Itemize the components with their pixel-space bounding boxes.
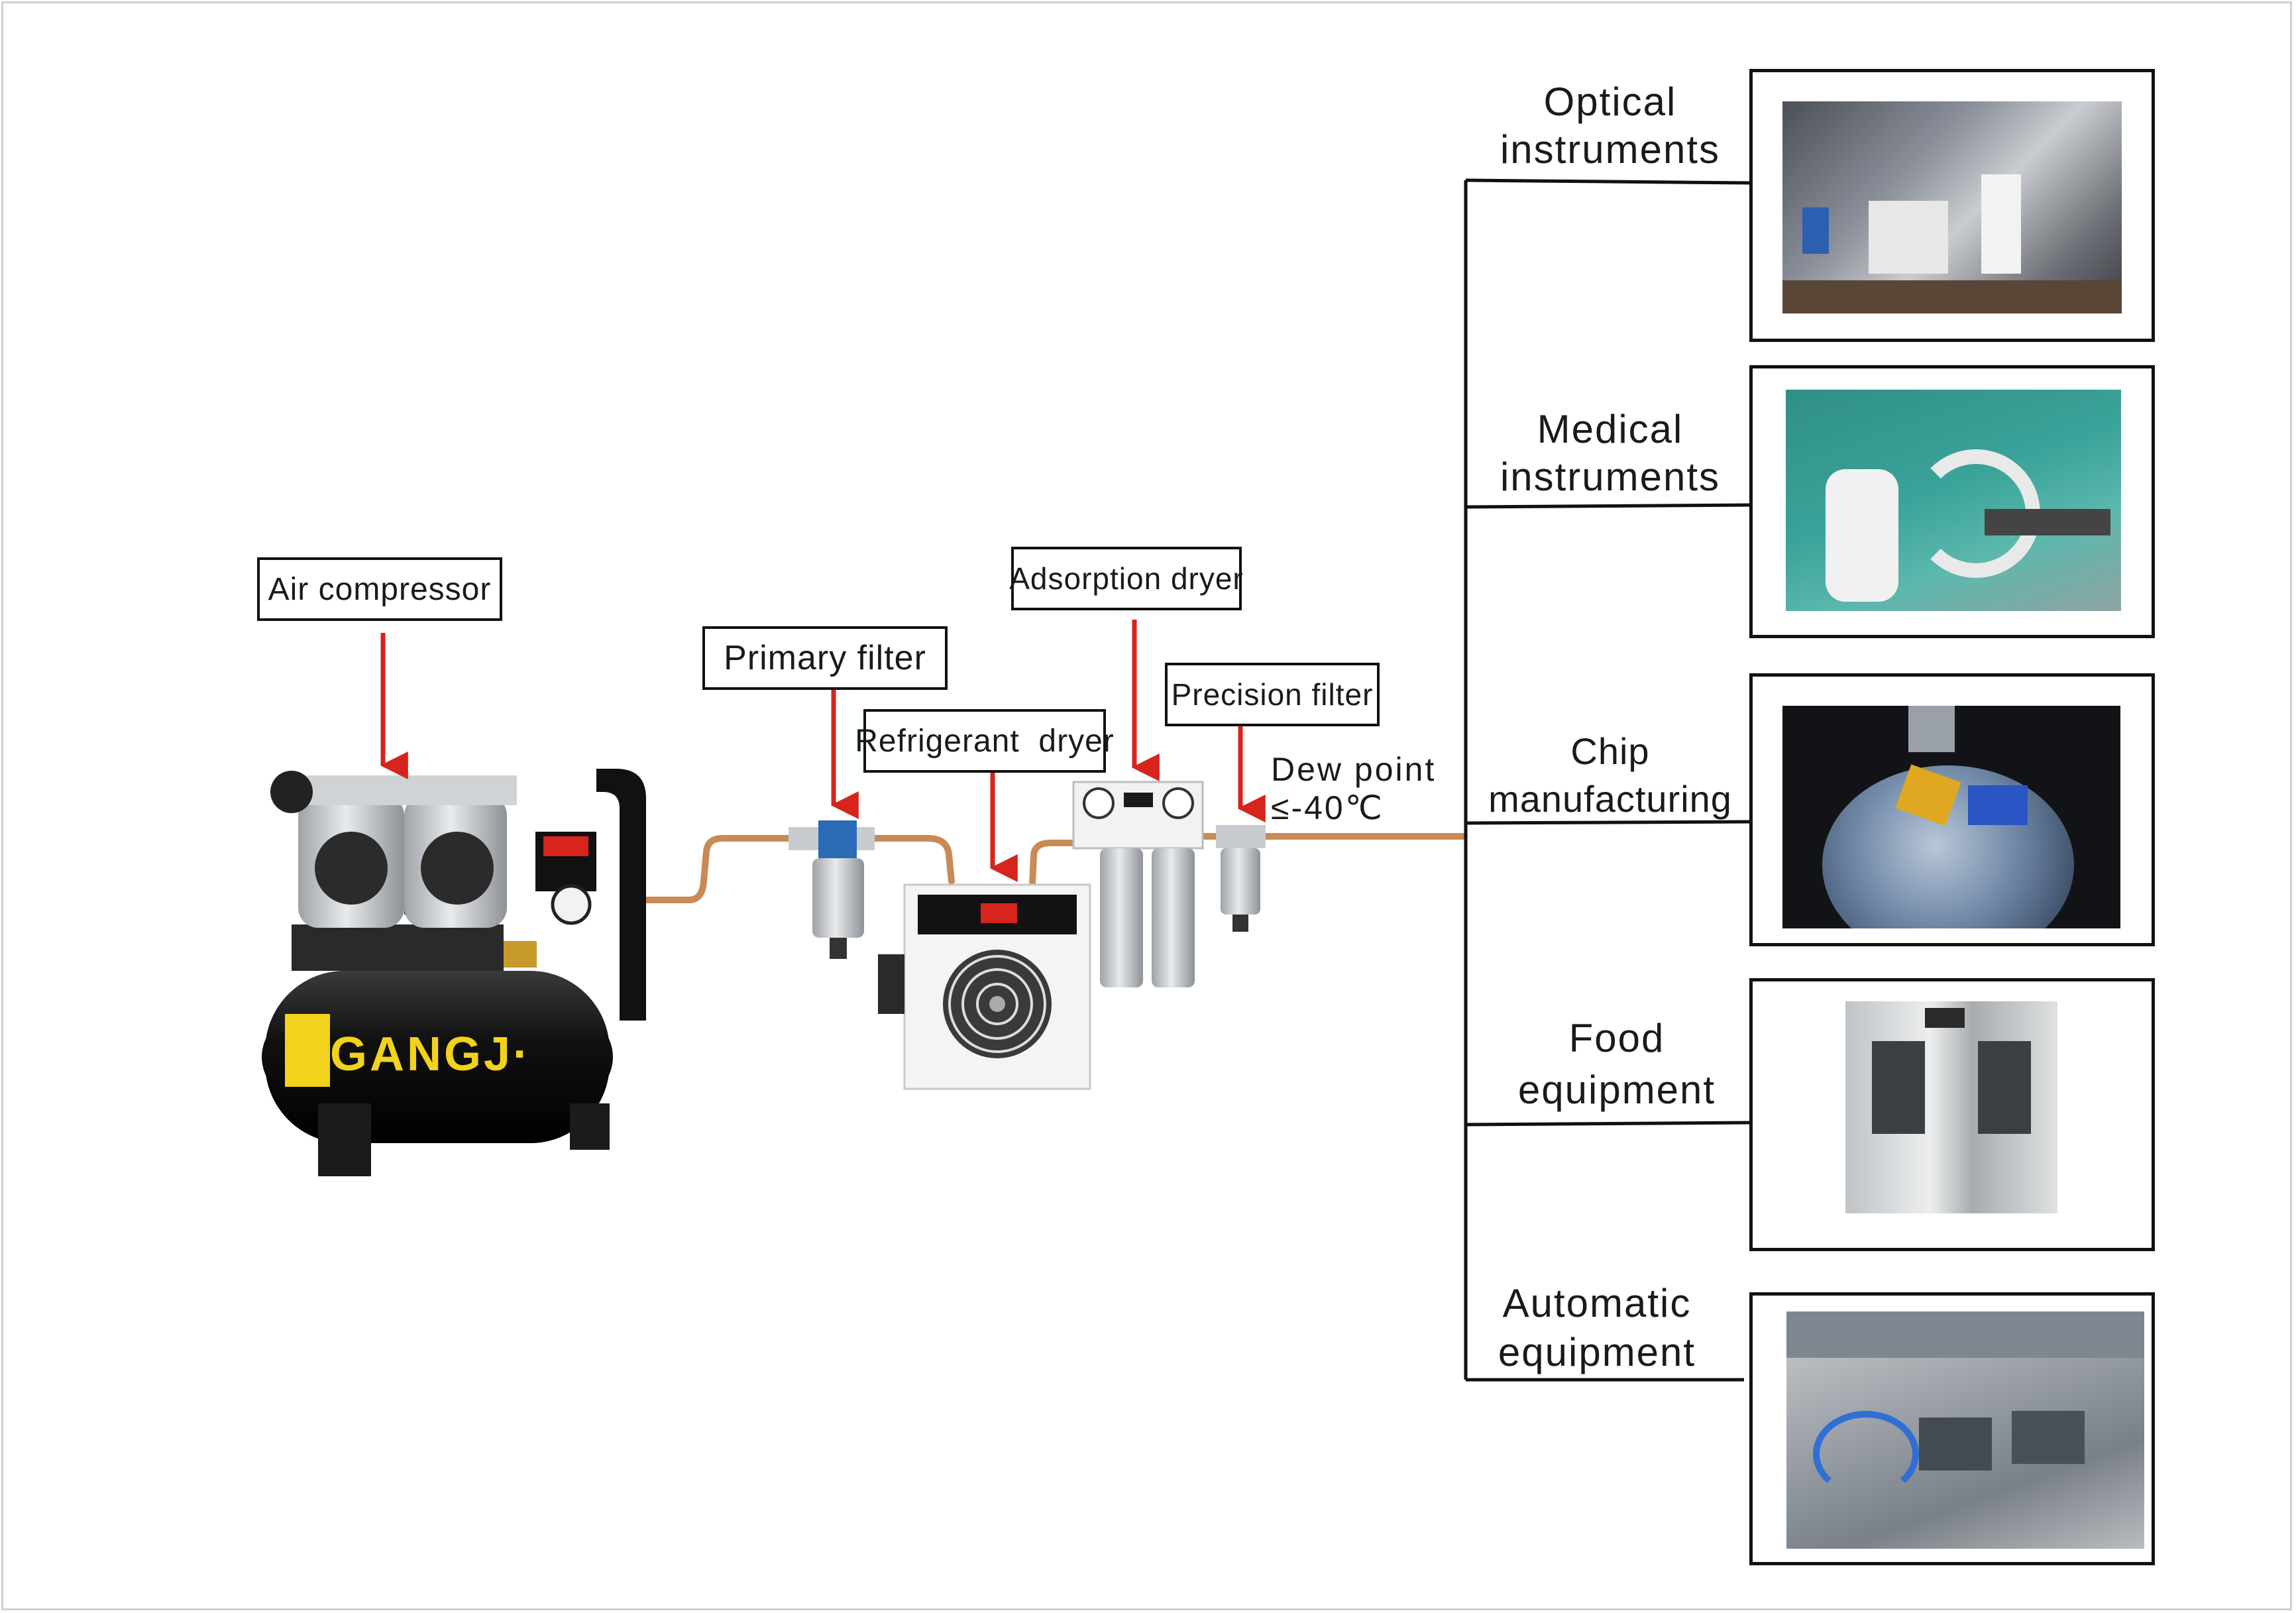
pointer-arrows: [380, 620, 1266, 882]
application-chip-line2: manufacturing: [1488, 778, 1732, 820]
precision-filter-illustration: [1216, 825, 1266, 932]
dew-point-line1: Dew point: [1271, 751, 1437, 788]
air-compressor-illustration: GANGJ·: [262, 769, 646, 1176]
air-compressor-text: Air compressor: [268, 571, 492, 607]
application-label-food: Food equipment: [1484, 1013, 1749, 1116]
application-automatic-line1: Automatic: [1502, 1281, 1692, 1325]
chip-manufacturing-photo: [1782, 706, 2120, 928]
refrigerant-dryer-label: Refrigerant dryer: [855, 709, 1114, 773]
copper-pipe: [633, 833, 1468, 903]
primary-filter-text: Primary filter: [724, 639, 926, 677]
food-equipment-panel: [1749, 978, 2155, 1251]
adsorption-dryer-label: Adsorption dryer: [1009, 547, 1244, 610]
medical-instruments-photo: [1786, 390, 2121, 611]
optical-instruments-panel: [1749, 69, 2155, 342]
air-compressor-label: Air compressor: [257, 557, 502, 621]
primary-filter-illustration: [789, 820, 875, 959]
application-label-chip: Chip manufacturing: [1478, 728, 1743, 823]
adsorption-dryer-illustration: [1072, 781, 1204, 987]
application-label-medical: Medical instruments: [1478, 406, 1743, 501]
automatic-equipment-panel: [1749, 1292, 2155, 1565]
application-optical-line1: Optical: [1543, 80, 1677, 124]
application-chip-line1: Chip: [1570, 730, 1650, 772]
chip-manufacturing-panel: [1749, 673, 2155, 946]
adsorption-dryer-text: Adsorption dryer: [1009, 561, 1244, 596]
refrigerant-dryer-text: Refrigerant dryer: [855, 723, 1115, 759]
distribution-bracket: [1464, 178, 1753, 1382]
compressor-brand-text: GANGJ·: [330, 1028, 531, 1081]
primary-filter-label: Primary filter: [702, 626, 948, 690]
medical-instruments-panel: [1749, 365, 2155, 638]
application-medical-line1: Medical: [1537, 407, 1684, 451]
application-food-line2: equipment: [1517, 1068, 1716, 1112]
application-medical-line2: instruments: [1500, 455, 1721, 499]
precision-filter-text: Precision filter: [1171, 677, 1374, 712]
application-optical-line2: instruments: [1500, 127, 1721, 172]
application-label-optical: Optical instruments: [1478, 78, 1743, 174]
dew-point-note: Dew point ≤-40℃: [1271, 750, 1436, 827]
application-automatic-line2: equipment: [1498, 1330, 1696, 1374]
food-equipment-photo: [1832, 1001, 2071, 1233]
application-food-line1: Food: [1568, 1016, 1665, 1060]
automatic-equipment-photo: [1786, 1311, 2144, 1549]
optical-instruments-photo: [1782, 101, 2122, 313]
application-label-automatic: Automatic equipment: [1464, 1279, 1729, 1377]
dew-point-line2: ≤-40℃: [1271, 789, 1384, 826]
precision-filter-label: Precision filter: [1165, 663, 1380, 726]
refrigerant-dryer-illustration: [878, 883, 1091, 1090]
